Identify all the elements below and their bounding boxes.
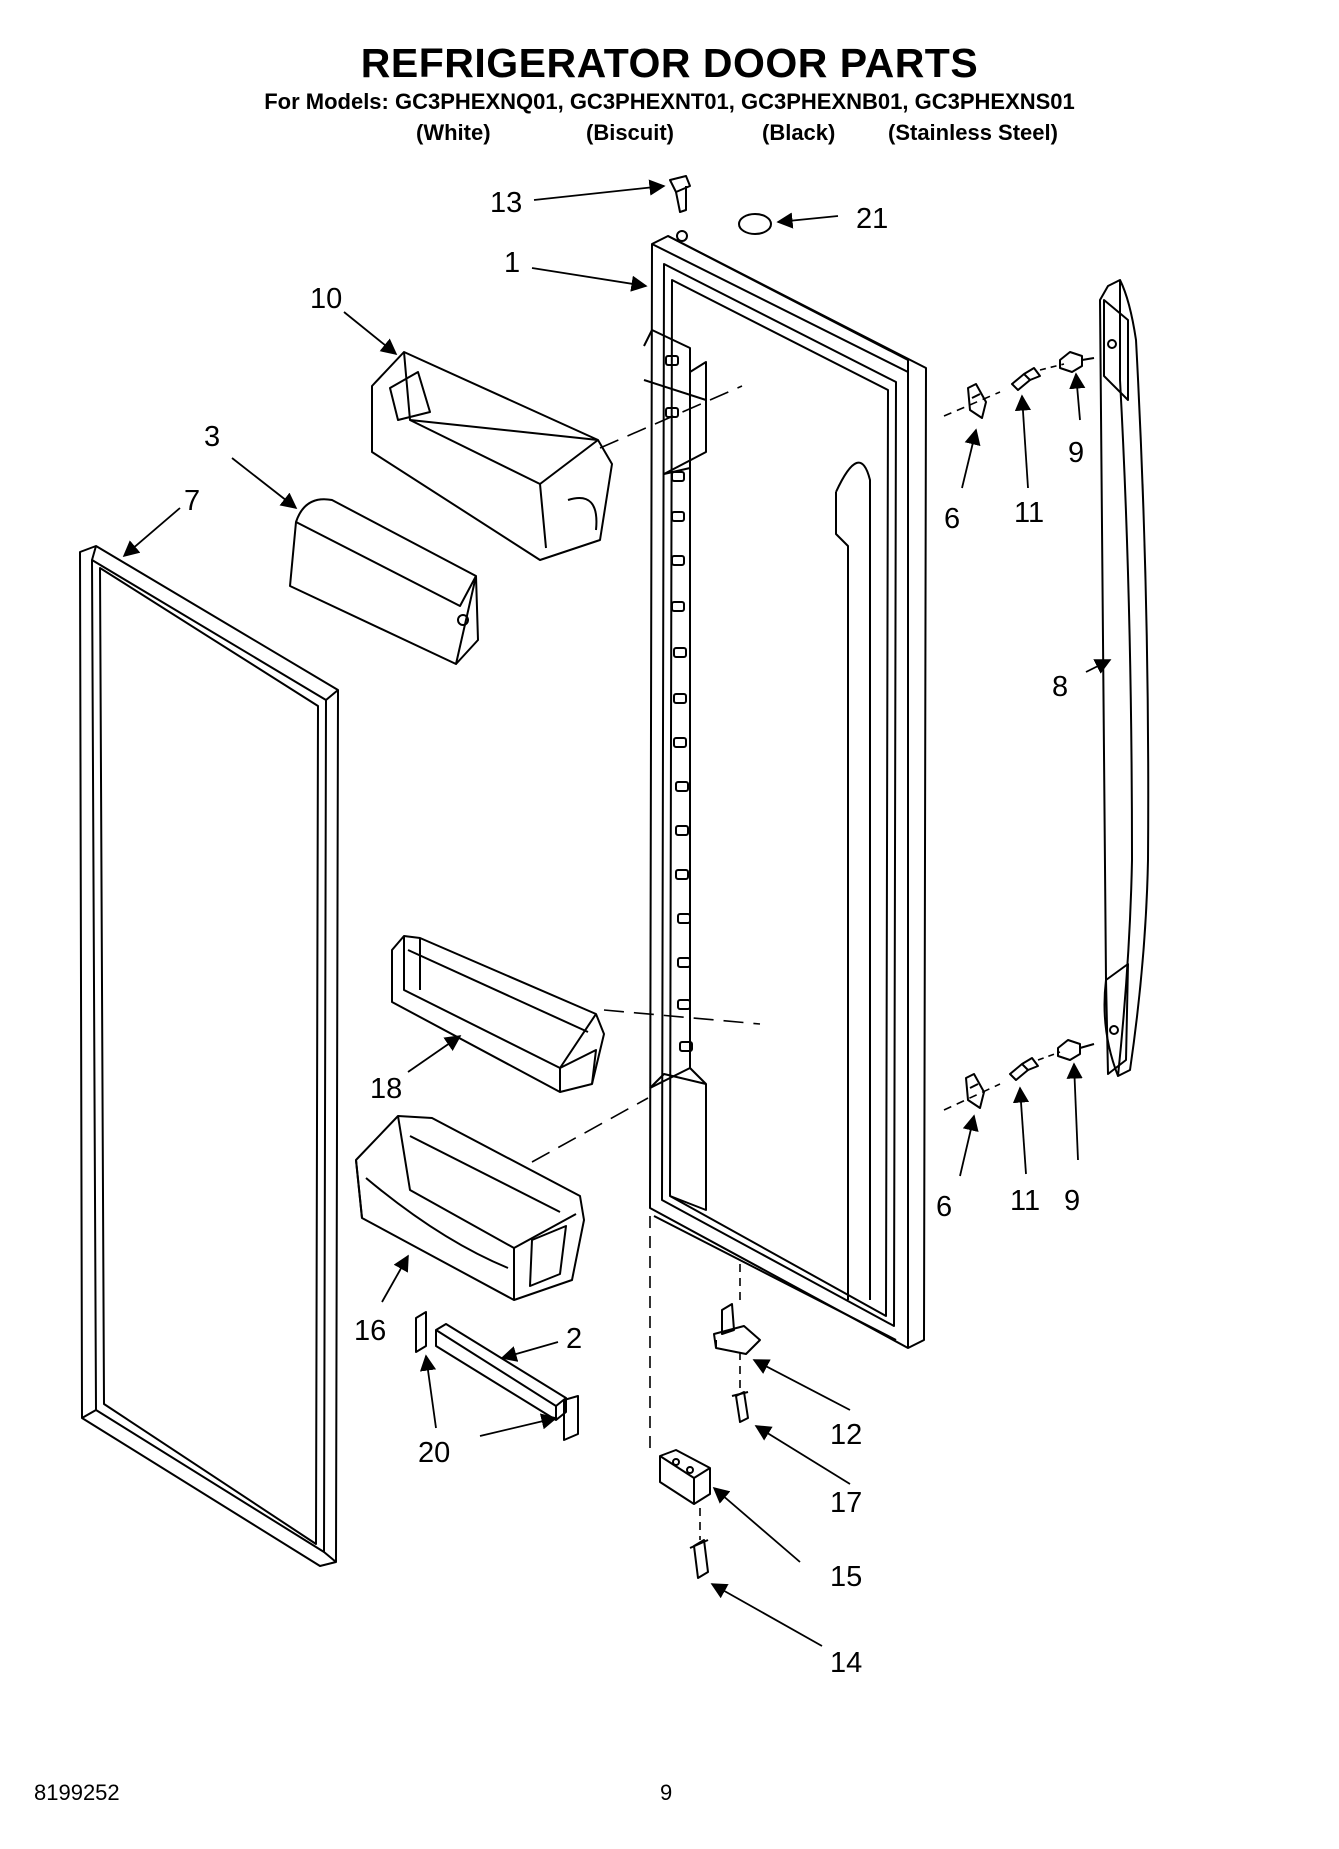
hex-screw-part-9-top bbox=[1059, 351, 1095, 373]
variant-biscuit: (Biscuit) bbox=[586, 120, 674, 145]
callout-7: 7 bbox=[184, 485, 200, 517]
leader-1 bbox=[531, 267, 648, 292]
callout-13: 13 bbox=[490, 187, 522, 219]
callout-17: 17 bbox=[830, 1487, 862, 1519]
screw-part-13 bbox=[669, 175, 691, 213]
screw-part-11-bottom bbox=[1009, 1057, 1039, 1081]
small-door-bin-part-18 bbox=[391, 935, 605, 1093]
hinge-bracket-part-12 bbox=[713, 1303, 761, 1355]
leader-7 bbox=[122, 507, 181, 558]
callout-2: 2 bbox=[566, 1323, 582, 1355]
bin-rail-part-2 bbox=[435, 1323, 567, 1421]
door-liner-part-1 bbox=[643, 230, 927, 1349]
bin-cover-part-3 bbox=[289, 498, 479, 665]
hex-screw-part-9-bottom bbox=[1057, 1039, 1095, 1061]
rail-end-caps-part-20 bbox=[415, 1311, 579, 1441]
callout-1: 1 bbox=[504, 247, 520, 279]
handle-clip-part-6-bottom bbox=[965, 1073, 985, 1109]
o-ring-part-21 bbox=[738, 213, 772, 235]
screw-part-14 bbox=[689, 1539, 709, 1579]
door-handle-part-8 bbox=[1099, 279, 1150, 1077]
callout-12: 12 bbox=[830, 1419, 862, 1451]
callout-9-bottom: 9 bbox=[1064, 1185, 1080, 1217]
leader-10 bbox=[343, 311, 398, 356]
large-door-bin-part-16 bbox=[355, 1115, 585, 1301]
page-number: 9 bbox=[660, 1780, 673, 1805]
leader-9b bbox=[1066, 1062, 1083, 1161]
callout-18: 18 bbox=[370, 1073, 402, 1105]
leader-20a bbox=[419, 1354, 437, 1429]
callout-8: 8 bbox=[1052, 671, 1068, 703]
leader-9a bbox=[1069, 372, 1086, 421]
variant-black: (Black) bbox=[762, 120, 836, 145]
callout-20: 20 bbox=[418, 1437, 450, 1469]
handle-clip-part-6-top bbox=[967, 383, 987, 419]
leader-13 bbox=[533, 179, 666, 201]
leader-15 bbox=[712, 1486, 801, 1563]
callout-10: 10 bbox=[310, 283, 342, 315]
callout-14: 14 bbox=[830, 1647, 862, 1679]
leader-14 bbox=[710, 1583, 823, 1647]
bottom-hinge-part-15 bbox=[659, 1449, 711, 1505]
leader-17 bbox=[754, 1425, 851, 1485]
leader-11b bbox=[1012, 1086, 1030, 1175]
callout-9-top: 9 bbox=[1068, 437, 1084, 469]
leader-18 bbox=[407, 1035, 462, 1073]
diagram-title: REFRIGERATOR DOOR PARTS bbox=[360, 40, 979, 86]
screw-part-17 bbox=[731, 1391, 749, 1423]
variant-white: (White) bbox=[416, 120, 491, 145]
leader-8 bbox=[1085, 659, 1112, 674]
callout-3: 3 bbox=[204, 421, 220, 453]
screw-part-11-top bbox=[1011, 367, 1041, 391]
leader-6a bbox=[961, 428, 981, 489]
door-gasket-part-7 bbox=[79, 545, 339, 1567]
callout-6-top: 6 bbox=[944, 503, 960, 535]
leader-11a bbox=[1014, 394, 1032, 489]
callout-16: 16 bbox=[354, 1315, 386, 1347]
leader-16 bbox=[381, 1254, 409, 1303]
leader-2 bbox=[500, 1341, 559, 1362]
leader-20b bbox=[479, 1413, 558, 1437]
variant-stainless-steel: (Stainless Steel) bbox=[888, 120, 1058, 145]
callout-11-bottom: 11 bbox=[1010, 1185, 1040, 1217]
models-line: For Models: GC3PHEXNQ01, GC3PHEXNT01, GC… bbox=[264, 89, 1075, 114]
leader-6b bbox=[959, 1114, 979, 1177]
leader-12 bbox=[752, 1359, 851, 1411]
callout-15: 15 bbox=[830, 1561, 862, 1593]
document-number: 8199252 bbox=[34, 1780, 120, 1805]
leader-3 bbox=[231, 457, 298, 509]
leader-21 bbox=[776, 212, 839, 229]
callout-6-bottom: 6 bbox=[936, 1191, 952, 1223]
callout-11-top: 11 bbox=[1014, 497, 1044, 529]
dairy-bin-part-10 bbox=[371, 351, 613, 561]
callout-21: 21 bbox=[856, 203, 888, 235]
